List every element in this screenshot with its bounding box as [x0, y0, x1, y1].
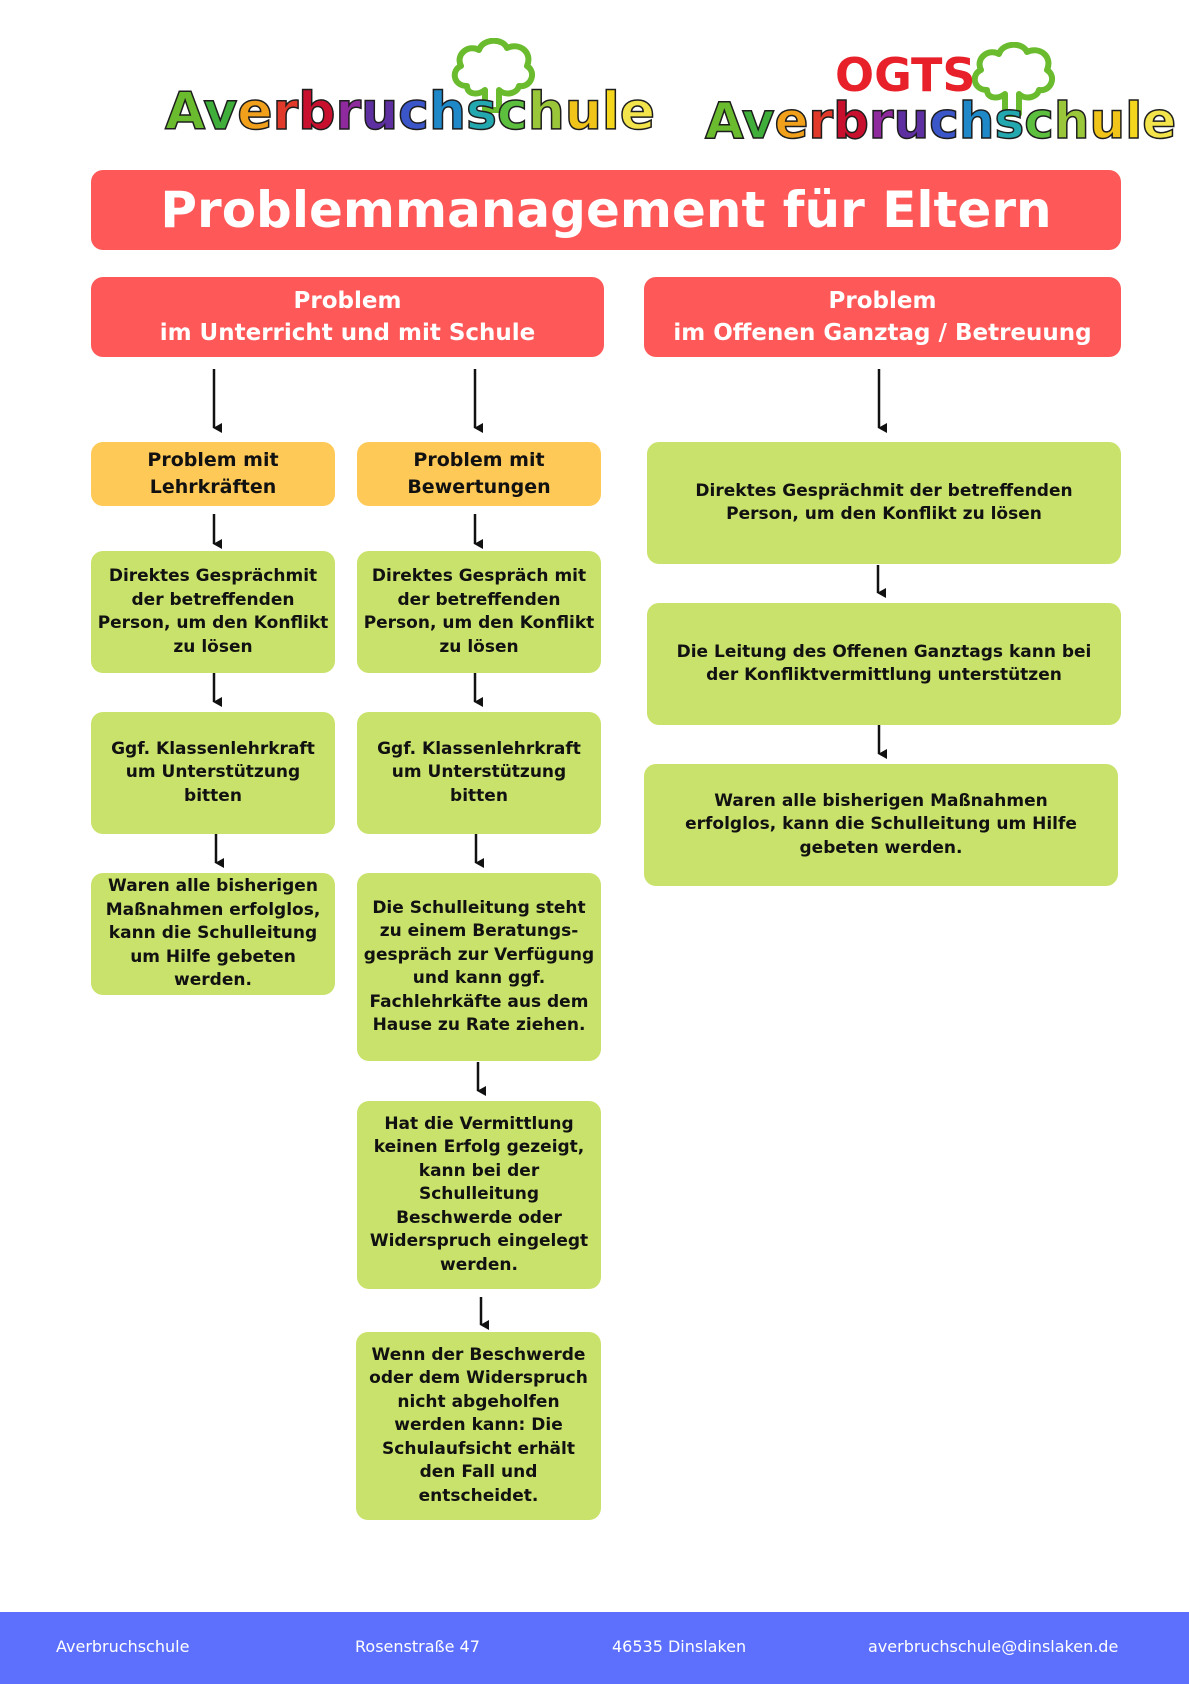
category-line-1: Problem mit	[413, 449, 545, 471]
step-text: Direktes Gespräch mit der betreffenden P…	[363, 566, 595, 657]
logo-letter: e	[1141, 92, 1177, 150]
logo-letter: s	[994, 92, 1025, 150]
page-title: Problemmanagement für Eltern	[91, 170, 1121, 250]
footer-school: Averbruchschule	[56, 1637, 190, 1656]
bewertungen-step-3: Die Schulleitung steht zu einem Beratung…	[357, 873, 601, 1061]
bewertungen-step-5: Wenn der Beschwerde oder dem Widerspruch…	[356, 1332, 601, 1520]
logo-letter: h	[1053, 92, 1090, 150]
bewertungen-step-4: Hat die Vermittlung keinen Erfolg gezeig…	[357, 1101, 601, 1289]
logo-letter: l	[1124, 92, 1143, 150]
header-line-1: Problem	[293, 288, 402, 314]
category-lehrkraefte: Problem mit Lehrkräften	[91, 442, 335, 506]
lehrkraefte-step-2: Ggf. Klassenlehrkraft um Unterstützung b…	[91, 712, 335, 834]
ganztag-step-3: Waren alle bisherigen Maßnahmen erfolglo…	[644, 764, 1118, 886]
logo-letter: b	[297, 82, 336, 142]
logo-letter: r	[335, 82, 362, 142]
logo-letter: h	[428, 82, 467, 142]
header-line-1: Problem	[828, 288, 937, 314]
logo-letter: r	[868, 92, 894, 150]
step-text: Waren alle bisherigen Maßnahmen erfolglo…	[105, 876, 321, 991]
logo-letter: l	[601, 82, 620, 142]
logo-wordmark: Averbruchschule	[704, 95, 1177, 147]
logo-letter: e	[774, 92, 809, 150]
logo-letter: h	[527, 82, 566, 142]
footer-city: 46535 Dinslaken	[612, 1637, 747, 1656]
tree-icon	[971, 42, 1056, 117]
logo-letter: c	[928, 92, 959, 150]
header-line-2: im Unterricht und mit Schule	[159, 320, 536, 346]
step-text: Hat die Vermittlung keinen Erfolg gezeig…	[369, 1113, 589, 1275]
logo-letter: s	[465, 82, 497, 142]
category-bewertungen: Problem mit Bewertungen	[357, 442, 601, 506]
footer: Averbruchschule Rosenstraße 47 46535 Din…	[0, 1612, 1189, 1684]
logo-letter: r	[808, 92, 834, 150]
step-text: Waren alle bisherigen Maßnahmen erfolglo…	[685, 790, 1077, 858]
logo-letter: v	[741, 92, 775, 150]
logo-letter: c	[397, 82, 429, 142]
step-text: Wenn der Beschwerde oder dem Widerspruch…	[369, 1344, 588, 1506]
step-text: Die Leitung des Offenen Ganztags kann be…	[676, 641, 1092, 686]
step-text: Direktes Gesprächmit der betreffenden Pe…	[97, 566, 329, 657]
step-text: Ggf. Klassenlehrkraft um Unterstützung b…	[111, 738, 315, 806]
bewertungen-step-2: Ggf. Klassenlehrkraft um Unterstützung b…	[357, 712, 601, 834]
logo-averbruchschule: Averbruchschule	[164, 30, 656, 145]
logo-wordmark: Averbruchschule	[164, 85, 655, 139]
logo-letter: v	[203, 82, 238, 142]
header-offener-ganztag: Problem im Offenen Ganztag / Betreuung	[644, 277, 1121, 357]
category-line-1: Problem mit	[147, 449, 279, 471]
logo-letter: u	[893, 92, 930, 150]
logo-ogts-averbruchschule: OGTS Averbruchschule	[704, 30, 1177, 147]
category-line-2: Lehrkräften	[149, 476, 277, 498]
footer-street: Rosenstraße 47	[355, 1637, 480, 1656]
logo-letter: A	[164, 82, 204, 142]
logo-letter: u	[360, 82, 399, 142]
logo-letter: c	[1023, 92, 1054, 150]
logo-letter: u	[1089, 92, 1126, 150]
logo-letter: A	[704, 92, 742, 150]
step-text: Die Schulleitung steht zu einem Beratung…	[363, 897, 595, 1036]
logo-letter: u	[564, 82, 603, 142]
header-line-2: im Offenen Ganztag / Betreuung	[673, 320, 1092, 346]
logo-letter: e	[619, 82, 656, 142]
logo-letter: r	[272, 82, 299, 142]
logo-letter: h	[958, 92, 995, 150]
logo-ogts-text: OGTS	[835, 48, 976, 102]
logo-letter: c	[496, 82, 528, 142]
category-line-2: Bewertungen	[407, 476, 551, 498]
lehrkraefte-step-1: Direktes Gesprächmit der betreffenden Pe…	[91, 551, 335, 673]
logo-letter: b	[832, 92, 869, 150]
step-text: Ggf. Klassenlehrkraft um Unterstützung b…	[377, 738, 581, 806]
footer-email-link[interactable]: averbruchschule@dinslaken.de	[868, 1637, 1119, 1656]
step-text: Direktes Gesprächmit der betreffenden Pe…	[695, 480, 1073, 525]
ganztag-step-2: Die Leitung des Offenen Ganztags kann be…	[647, 603, 1121, 725]
tree-icon	[451, 38, 536, 113]
ganztag-step-1: Direktes Gesprächmit der betreffenden Pe…	[647, 442, 1121, 564]
header-unterricht-schule: Problem im Unterricht und mit Schule	[91, 277, 604, 357]
bewertungen-step-1: Direktes Gespräch mit der betreffenden P…	[357, 551, 601, 673]
lehrkraefte-step-3: Waren alle bisherigen Maßnahmen erfolglo…	[91, 873, 335, 995]
logo-letter: e	[237, 82, 274, 142]
